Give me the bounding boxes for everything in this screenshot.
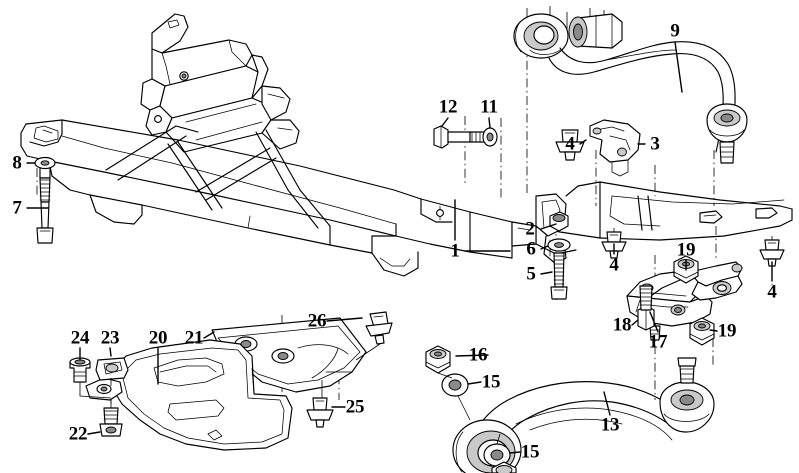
washer-15a	[441, 373, 469, 397]
callout-12: 12	[438, 96, 458, 118]
callout-11: 11	[480, 96, 498, 118]
hex-bolt-12	[433, 125, 487, 149]
hex-bolt-with-washer-4a	[555, 129, 585, 161]
clamp-plate-23	[95, 357, 129, 381]
front-axle-support-subframe	[20, 13, 793, 277]
grommet-24	[69, 357, 91, 383]
hex-bolt-with-washer-25	[306, 397, 334, 428]
subframe-left-arm	[20, 119, 422, 237]
subframe-right-arm	[395, 181, 793, 265]
washer-6	[547, 238, 571, 252]
hex-bolt-18	[637, 285, 655, 331]
callout-19a: 19	[676, 239, 696, 261]
callout-25: 25	[345, 396, 365, 418]
callout-13: 13	[600, 414, 620, 436]
callout-1: 1	[450, 240, 460, 262]
expanding-nut-22	[99, 407, 123, 437]
callout-24: 24	[70, 327, 90, 349]
subframe-upper-tower	[140, 13, 300, 153]
washer-11	[482, 127, 498, 147]
self-locking-nut-16	[425, 345, 451, 374]
callout-16: 16	[468, 344, 488, 366]
subframe-lower-crossmember	[89, 194, 419, 277]
washer-8	[34, 156, 56, 170]
callout-5: 5	[526, 263, 536, 285]
callout-21: 21	[184, 327, 204, 349]
callout-15a: 15	[481, 371, 501, 393]
callout-26: 26	[307, 310, 327, 332]
callout-15b: 15	[520, 441, 540, 463]
callout-18: 18	[612, 314, 632, 336]
callout-22: 22	[68, 423, 88, 445]
hex-bolt-long-7	[36, 167, 54, 244]
callout-4b: 4	[609, 254, 619, 276]
callout-23: 23	[100, 327, 120, 349]
callout-17: 17	[648, 331, 668, 353]
callout-4a: 4	[565, 133, 575, 155]
self-locking-nut-bottom-partial	[491, 461, 517, 473]
hex-bolt-with-washer-4b	[601, 231, 627, 259]
self-locking-nut-2	[549, 211, 569, 232]
callout-20: 20	[148, 327, 168, 349]
callout-2: 2	[525, 218, 535, 240]
washer-15b	[483, 443, 511, 467]
callout-leader-lines	[26, 41, 773, 454]
engine-splash-guard-centre	[85, 339, 293, 451]
self-locking-nut-19b	[689, 317, 715, 346]
callout-9: 9	[670, 20, 680, 42]
upper-control-arm-wishbone	[513, 13, 748, 164]
subframe-braces	[105, 125, 331, 229]
bracket-stabilizer-link	[589, 119, 641, 177]
callout-4c: 4	[767, 281, 777, 303]
callout-7: 7	[12, 197, 22, 219]
hex-bolt-with-washer-26	[365, 311, 393, 345]
callout-8: 8	[12, 152, 22, 174]
callout-19b: 19	[717, 320, 737, 342]
callout-3: 3	[650, 133, 660, 155]
callout-6: 6	[526, 238, 536, 260]
hex-bolt-long-5	[550, 252, 568, 300]
